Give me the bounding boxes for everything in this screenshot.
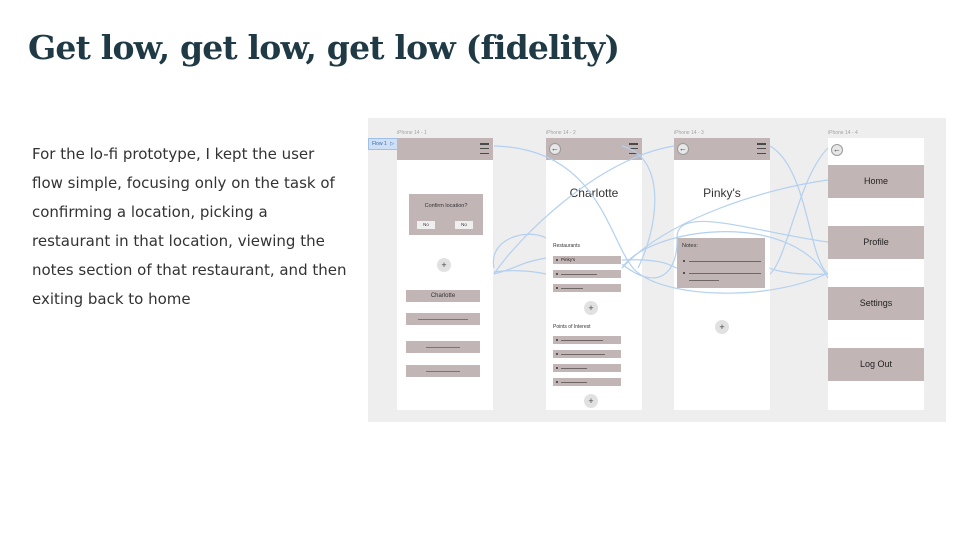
menu-logout-button[interactable]: Log Out — [828, 348, 924, 381]
flow-arrow — [493, 257, 547, 275]
slide-description: For the lo-fi prototype, I kept the user… — [32, 145, 347, 308]
flow-arrow — [492, 233, 547, 269]
add-button[interactable]: + — [584, 301, 598, 315]
menu-settings-button[interactable]: Settings — [828, 287, 924, 320]
screen-title: Pinky's — [703, 186, 741, 200]
no-button[interactable]: No — [417, 221, 435, 229]
frame-label-2: iPhone 14 - 2 — [546, 130, 576, 136]
list-item[interactable] — [553, 378, 621, 386]
phone-frame-1: Confirm location? No No + Charlotte — [397, 138, 493, 410]
flow-arrow — [769, 145, 829, 275]
notes-label: Notes: — [682, 243, 698, 249]
list-item[interactable] — [553, 350, 621, 358]
flow-arrow — [621, 145, 656, 269]
frame-label-4: iPhone 14 - 4 — [828, 130, 858, 136]
restaurants-label: Restaurants — [553, 243, 580, 249]
list-item[interactable] — [553, 364, 621, 372]
notes-box[interactable]: Notes: — [677, 238, 765, 288]
restaurant-item-pinkys[interactable]: Pinky's — [553, 256, 621, 264]
prototype-flow-arrows — [492, 145, 829, 294]
prototype-canvas[interactable]: iPhone 14 - 1 iPhone 14 - 2 iPhone 14 - … — [368, 118, 946, 422]
flow-arrow — [621, 231, 829, 279]
back-arrow-icon[interactable]: ← — [677, 143, 689, 155]
header-bar: ← — [674, 138, 770, 160]
placeholder-bar — [406, 341, 480, 353]
frame-label-1: iPhone 14 - 1 — [397, 130, 427, 136]
dialog-title: Confirm location? — [424, 203, 468, 209]
flow-arrow — [493, 270, 547, 275]
header-bar: ← — [546, 138, 642, 160]
flow-start-tag[interactable]: Flow 1 ▷ — [368, 138, 398, 150]
frame-label-3: iPhone 14 - 3 — [674, 130, 704, 136]
flow-arrow — [769, 267, 829, 275]
yes-button[interactable]: No — [455, 221, 473, 229]
phone-frame-2: ← Charlotte Restaurants Pinky's + Points… — [546, 138, 642, 410]
list-item[interactable] — [553, 284, 621, 292]
list-item[interactable] — [553, 336, 621, 344]
header-bar — [397, 138, 493, 160]
screen-title: Charlotte — [569, 186, 619, 200]
flow-label: Flow 1 — [372, 141, 387, 147]
menu-home-button[interactable]: Home — [828, 165, 924, 198]
flow-arrow — [493, 145, 675, 275]
hamburger-icon[interactable] — [629, 143, 638, 154]
phone-frame-3: ← Pinky's Notes: + — [674, 138, 770, 410]
placeholder-bar — [406, 313, 480, 325]
placeholder-bar — [406, 365, 480, 377]
flow-arrow — [621, 220, 829, 279]
back-arrow-icon[interactable]: ← — [831, 144, 843, 156]
flow-arrow — [769, 147, 829, 275]
hamburger-icon[interactable] — [480, 143, 489, 154]
flow-arrow — [621, 259, 678, 269]
menu-profile-button[interactable]: Profile — [828, 226, 924, 259]
hamburger-icon[interactable] — [757, 143, 766, 154]
flow-arrow — [493, 145, 829, 294]
back-arrow-icon[interactable]: ← — [549, 143, 561, 155]
slide-title: Get low, get low, get low (fidelity) — [28, 28, 620, 67]
add-button[interactable]: + — [584, 394, 598, 408]
play-icon: ▷ — [390, 141, 394, 147]
points-of-interest-label: Points of Interest — [553, 324, 591, 330]
list-item[interactable] — [553, 270, 621, 278]
confirm-location-dialog: Confirm location? No No — [409, 194, 483, 235]
phone-frame-4: ← Home Profile Settings Log Out — [828, 138, 924, 410]
add-button[interactable]: + — [715, 320, 729, 334]
flow-arrow — [621, 179, 829, 269]
add-button[interactable]: + — [437, 258, 451, 272]
location-button-charlotte[interactable]: Charlotte — [406, 290, 480, 302]
